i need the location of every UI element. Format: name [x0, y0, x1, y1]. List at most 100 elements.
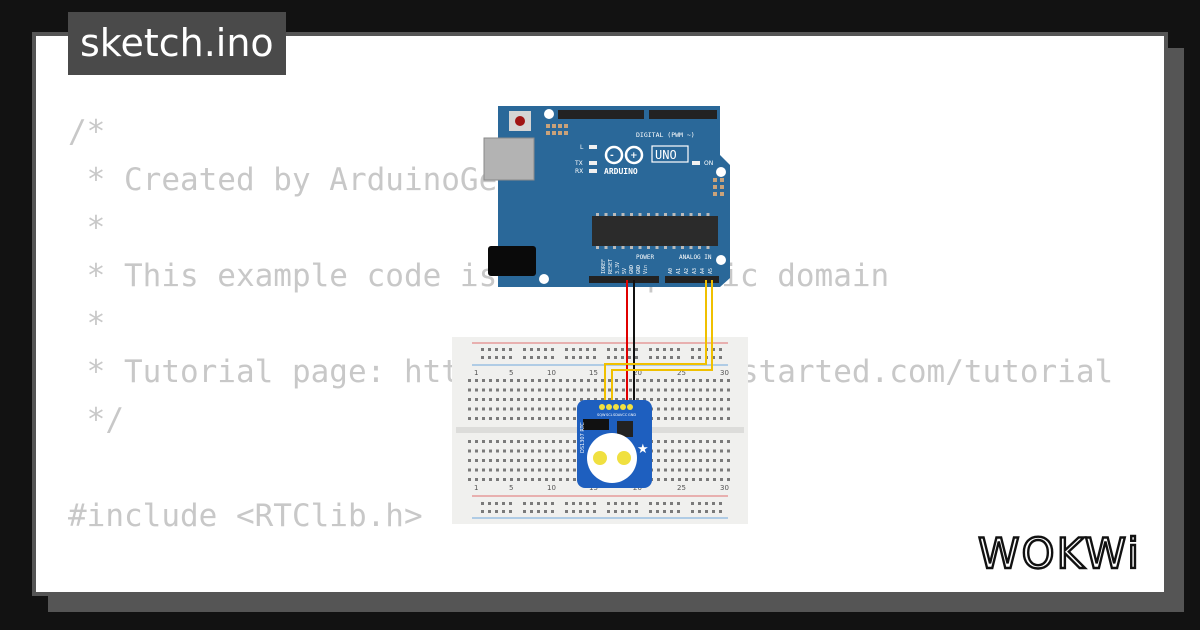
breadboard-hole — [523, 502, 526, 505]
atmega-chip — [592, 216, 718, 246]
chip-pin — [604, 246, 608, 249]
svg-text:L: L — [580, 144, 584, 151]
breadboard-hole — [537, 348, 540, 351]
breadboard-hole — [663, 348, 666, 351]
breadboard-hole — [523, 356, 526, 359]
breadboard-hole — [566, 459, 569, 462]
circuit-diagram[interactable]: 1 5 10 15 20 25 30 1 5 10 15 20 25 30 — [450, 100, 760, 530]
breadboard-hole — [503, 468, 506, 472]
breadboard-hole — [712, 510, 715, 513]
breadboard-hole — [685, 417, 688, 420]
breadboard-hole — [538, 478, 541, 481]
breadboard-hole — [586, 356, 589, 359]
breadboard-hole — [657, 478, 660, 481]
breadboard-hole — [468, 440, 471, 443]
breadboard-hole — [579, 502, 582, 505]
breadboard-hole — [664, 417, 667, 420]
breadboard-hole — [468, 478, 471, 481]
chip-pins — [596, 213, 710, 249]
breadboard-hole — [706, 459, 709, 462]
breadboard-hole — [510, 398, 513, 401]
breadboard-hole — [706, 449, 709, 453]
wokwi-logo[interactable]: WOKWi — [976, 526, 1152, 576]
breadboard-hole — [615, 379, 618, 382]
breadboard-hole — [699, 449, 702, 453]
breadboard-hole — [621, 356, 624, 359]
svg-text:ON: ON — [704, 160, 713, 167]
breadboard-hole — [488, 502, 491, 505]
power-header — [589, 276, 659, 283]
breadboard-hole — [530, 510, 533, 513]
breadboard-hole — [650, 379, 653, 382]
breadboard-hole — [552, 468, 555, 472]
breadboard-hole — [482, 379, 485, 382]
chip-pin — [613, 246, 616, 249]
svg-text:A3: A3 — [692, 268, 698, 274]
breadboard-hole — [649, 510, 652, 513]
breadboard-hole — [531, 440, 534, 443]
breadboard-hole — [685, 440, 688, 443]
col-number: 30 — [720, 369, 729, 377]
breadboard-hole — [468, 388, 471, 392]
chip-pin — [638, 213, 642, 216]
breadboard-hole — [538, 459, 541, 462]
breadboard-hole — [552, 379, 555, 382]
file-tab[interactable]: sketch.ino — [68, 12, 286, 75]
breadboard-hole — [698, 348, 701, 351]
breadboard-hole — [509, 356, 512, 359]
breadboard-hole — [719, 502, 722, 505]
breadboard-hole — [489, 459, 492, 462]
breadboard-hole — [656, 356, 659, 359]
breadboard-hole — [573, 388, 576, 392]
breadboard-hole — [720, 379, 723, 382]
breadboard-hole — [664, 388, 667, 392]
breadboard-hole — [531, 407, 534, 411]
breadboard-hole — [656, 510, 659, 513]
breadboard-hole — [678, 398, 681, 401]
analog-pin-labels: A0 A1 A2 A3 A4 A5 — [668, 268, 714, 274]
chip-pin — [672, 246, 676, 249]
breadboard-hole — [587, 379, 590, 382]
breadboard-hole — [664, 407, 667, 411]
breadboard-hole — [523, 510, 526, 513]
breadboard-hole — [496, 407, 499, 411]
breadboard-hole — [531, 449, 534, 453]
breadboard-hole — [552, 478, 555, 481]
breadboard-hole — [678, 459, 681, 462]
code-line — [68, 540, 1113, 588]
breadboard-hole — [586, 510, 589, 513]
breadboard-hole — [698, 502, 701, 505]
digital-header-left — [558, 110, 644, 119]
breadboard-hole — [573, 440, 576, 443]
breadboard-hole — [636, 379, 639, 382]
breadboard-hole — [496, 459, 499, 462]
breadboard-hole — [685, 459, 688, 462]
breadboard-hole — [510, 407, 513, 411]
code-line: */ — [68, 402, 124, 438]
breadboard-hole — [489, 417, 492, 420]
svg-text:RX: RX — [575, 168, 583, 175]
breadboard-hole — [566, 478, 569, 481]
rtc-ds1307-module[interactable]: SQW SCL SDA VCC GND DS1307 RTC ★ — [577, 400, 652, 488]
breadboard-hole — [671, 388, 674, 392]
breadboard-hole — [643, 398, 646, 401]
breadboard-hole — [691, 502, 694, 505]
breadboard-hole — [565, 356, 568, 359]
breadboard-hole — [573, 468, 576, 472]
breadboard-hole — [559, 398, 562, 401]
breadboard-hole — [650, 398, 653, 401]
breadboard-hole — [657, 459, 660, 462]
breadboard-hole — [671, 459, 674, 462]
breadboard-hole — [510, 417, 513, 420]
breadboard-hole — [523, 348, 526, 351]
breadboard-hole — [482, 449, 485, 453]
breadboard-hole — [475, 449, 478, 453]
breadboard-hole — [510, 468, 513, 472]
breadboard-hole — [538, 449, 541, 453]
chip-pin — [613, 213, 616, 216]
svg-text:SQW: SQW — [597, 413, 606, 417]
chip-pin — [621, 246, 625, 249]
mounting-hole — [716, 167, 726, 177]
breadboard-hole — [496, 398, 499, 401]
arduino-uno-board[interactable]: DIGITAL (PWM ~) L TX RX ON - + UNO ARDUI… — [483, 106, 730, 287]
